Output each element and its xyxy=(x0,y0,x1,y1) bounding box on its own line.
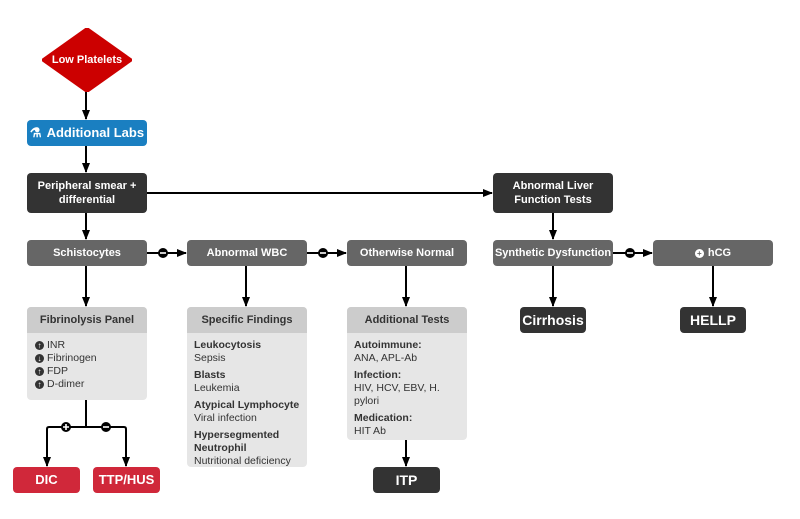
itp-outcome: ITP xyxy=(373,467,440,493)
fibrinolysis-panel: Fibrinolysis Panel ↑INR↓Fibrinogen↑FDP↑D… xyxy=(27,307,147,400)
positive-marker xyxy=(61,422,71,432)
finding-heading: Blasts xyxy=(194,369,226,381)
finding-detail: Nutritional deficiency xyxy=(194,455,291,467)
start-node-low-platelets: Low Platelets xyxy=(41,27,133,93)
flask-icon: ⚗ xyxy=(29,125,42,140)
finding-detail: Leukemia xyxy=(194,382,240,394)
panel-title: Specific Findings xyxy=(187,307,307,333)
otherwise-normal-node: Otherwise Normal xyxy=(347,240,467,266)
peripheral-smear-node: Peripheral smear + differential xyxy=(27,173,147,213)
hcg-node: +hCG xyxy=(653,240,773,266)
cirrhosis-outcome: Cirrhosis xyxy=(520,307,586,333)
test-detail: ANA, APL-Ab xyxy=(354,352,418,364)
arrow-down-circle-icon: ↓ xyxy=(35,354,44,363)
finding-detail: Viral infection xyxy=(194,412,257,424)
plus-circle-icon: + xyxy=(694,248,704,258)
fibrinolysis-item: ↓Fibrinogen xyxy=(35,352,140,365)
negative-marker xyxy=(101,248,635,432)
test-detail: HIT Ab xyxy=(354,425,386,437)
fibrinolysis-item: ↑INR xyxy=(35,339,140,352)
ttp-hus-outcome: TTP/HUS xyxy=(93,467,160,493)
synthetic-dysfunction-node: Synthetic Dysfunction xyxy=(493,240,613,266)
panel-title: Fibrinolysis Panel xyxy=(27,307,147,333)
panel-title: Additional Tests xyxy=(347,307,467,333)
test-heading: Infection: xyxy=(354,369,402,381)
additional-labs-node: ⚗Additional Labs xyxy=(27,120,147,146)
finding-heading: Leukocytosis xyxy=(194,339,262,351)
arrow-up-circle-icon: ↑ xyxy=(35,367,44,376)
arrow-up-circle-icon: ↑ xyxy=(35,380,44,389)
test-heading: Autoimmune: xyxy=(354,339,422,351)
hellp-outcome: HELLP xyxy=(680,307,746,333)
finding-heading: Hypersegmented Neutrophil xyxy=(194,429,280,454)
abnormal-wbc-node: Abnormal WBC xyxy=(187,240,307,266)
fibrinolysis-item: ↑D-dimer xyxy=(35,378,140,391)
finding-detail: Sepsis xyxy=(194,352,226,364)
arrow-up-circle-icon: ↑ xyxy=(35,341,44,350)
finding-heading: Atypical Lymphocyte xyxy=(194,399,300,411)
dic-outcome: DIC xyxy=(13,467,80,493)
fibrinolysis-item: ↑FDP xyxy=(35,365,140,378)
schistocytes-node: Schistocytes xyxy=(27,240,147,266)
test-detail: HIV, HCV, EBV, H. pylori xyxy=(354,382,440,407)
abnormal-lft-node: Abnormal Liver Function Tests xyxy=(493,173,613,213)
test-heading: Medication: xyxy=(354,412,413,424)
